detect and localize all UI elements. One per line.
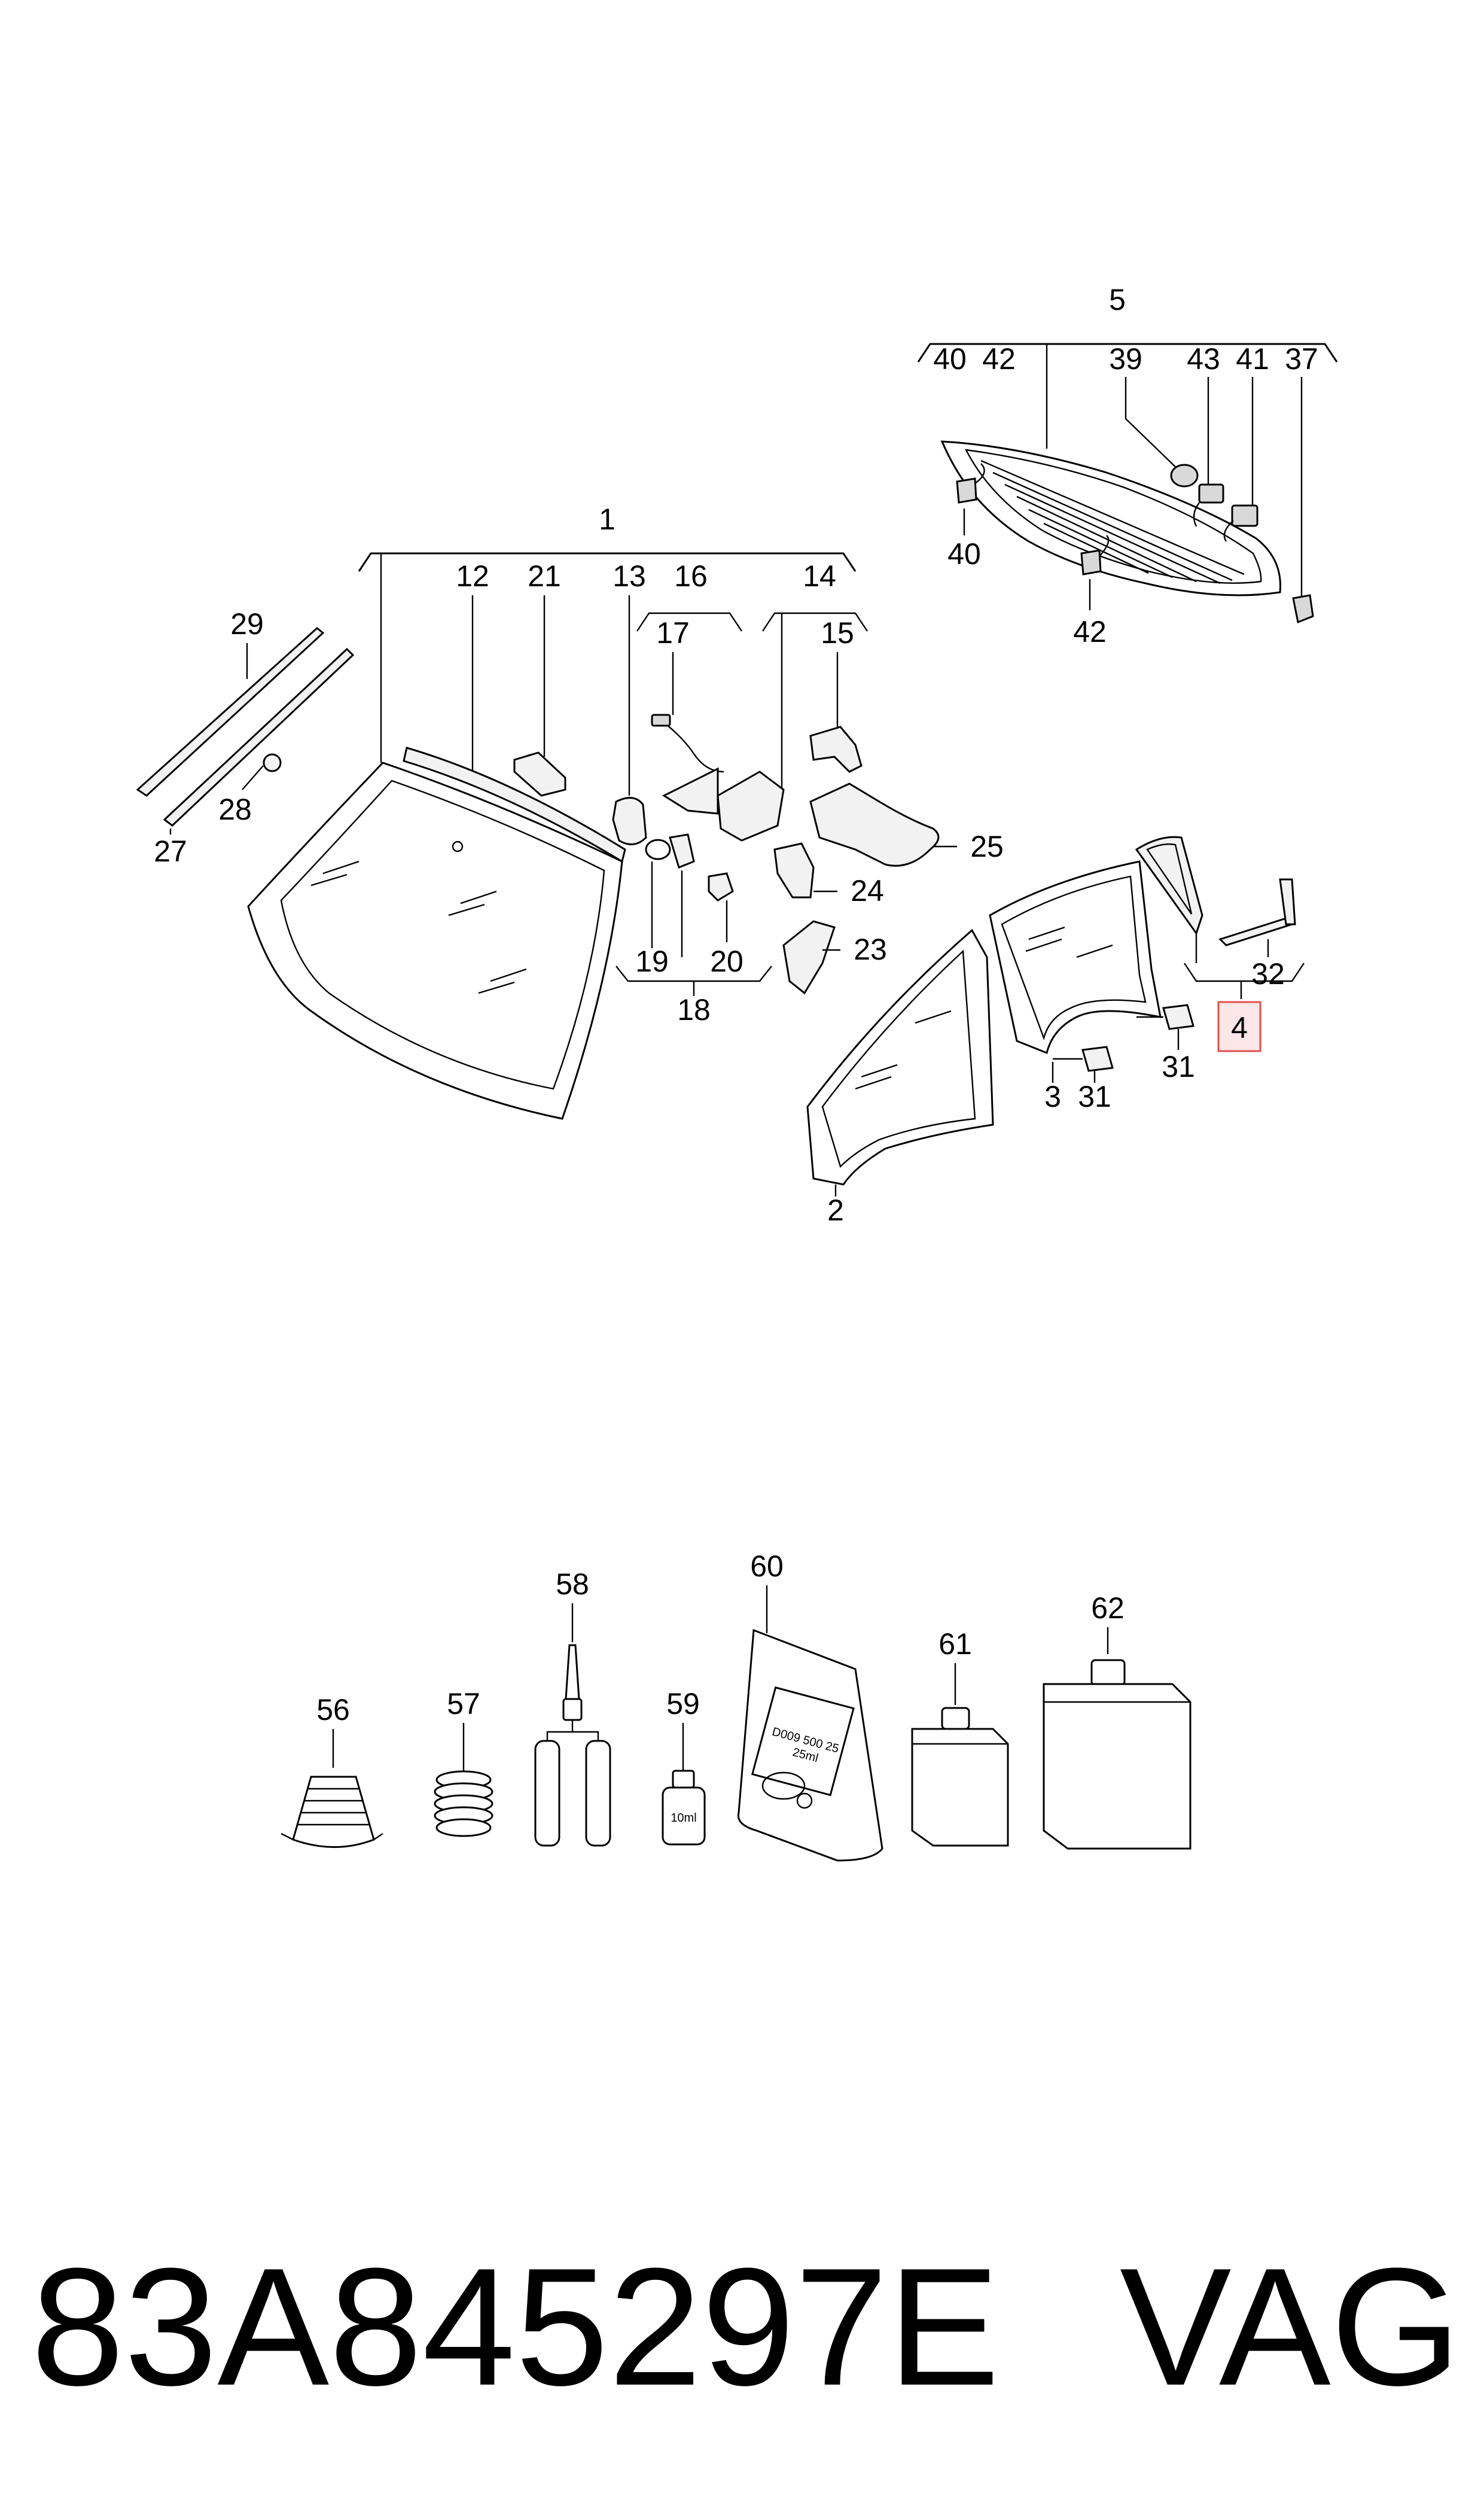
part-29 xyxy=(136,627,325,797)
callout-32[interactable]: 32 xyxy=(1251,957,1285,991)
part-14 xyxy=(717,771,785,842)
brand-name: VAG xyxy=(1120,2234,1461,2420)
part-12-seal xyxy=(403,747,626,863)
callout-1[interactable]: 1 xyxy=(599,503,615,536)
callout-23[interactable]: 23 xyxy=(854,933,887,966)
part-25 xyxy=(809,783,940,867)
part-56 xyxy=(292,1776,375,1848)
part-37 xyxy=(1292,594,1314,624)
callout-41[interactable]: 41 xyxy=(1236,342,1269,376)
part-number: 83A845297E xyxy=(31,2234,1000,2420)
callout-60[interactable]: 60 xyxy=(750,1549,784,1583)
callout-14[interactable]: 14 xyxy=(803,559,836,593)
callout-24[interactable]: 24 xyxy=(851,874,884,908)
part-28 xyxy=(263,753,282,772)
callout-42-bottom[interactable]: 42 xyxy=(1073,615,1107,648)
callout-39[interactable]: 39 xyxy=(1109,342,1142,376)
callout-40-bottom[interactable]: 40 xyxy=(947,537,981,571)
part-41 xyxy=(1231,504,1258,527)
callout-19[interactable]: 19 xyxy=(635,945,669,978)
callout-20[interactable]: 20 xyxy=(710,945,743,978)
part-2-front-door-glass xyxy=(806,928,994,1186)
part-27 xyxy=(163,647,355,827)
callout-56[interactable]: 56 xyxy=(316,1693,350,1727)
part-21 xyxy=(513,751,566,797)
part-31-a xyxy=(1081,1046,1114,1072)
callout-15[interactable]: 15 xyxy=(821,616,854,650)
callout-17[interactable]: 17 xyxy=(656,616,690,650)
callout-28[interactable]: 28 xyxy=(218,793,252,826)
callout-12[interactable]: 12 xyxy=(456,559,489,593)
callout-31-b[interactable]: 31 xyxy=(1162,1050,1195,1083)
windscreen-group: 1 12 21 13 16 14 17 15 xyxy=(247,503,1004,1120)
callout-42-top[interactable]: 42 xyxy=(982,342,1016,376)
part-39 xyxy=(1170,464,1199,488)
callout-58[interactable]: 58 xyxy=(556,1567,589,1601)
part-15 xyxy=(809,726,863,773)
part-59-bottle: 10ml xyxy=(662,1770,706,1846)
rear-window-glass xyxy=(940,440,1281,596)
part-3-rear-door-glass xyxy=(989,860,1162,1055)
callout-37[interactable]: 37 xyxy=(1285,342,1318,376)
callout-13[interactable]: 13 xyxy=(613,559,646,593)
callout-31-a[interactable]: 31 xyxy=(1078,1080,1111,1113)
callout-5[interactable]: 5 xyxy=(1109,283,1126,316)
callout-18[interactable]: 18 xyxy=(677,993,711,1027)
part-19 xyxy=(645,839,671,860)
part-24 xyxy=(773,842,815,899)
callout-29[interactable]: 29 xyxy=(230,607,264,641)
callout-27[interactable]: 27 xyxy=(154,835,187,868)
accessories-group: 56 57 58 59 10ml xyxy=(281,1549,1192,1862)
part-62-container xyxy=(1043,1659,1192,1850)
side-windows-group: 2 3 31 31 32 4 xyxy=(806,836,1305,1227)
part-31-b xyxy=(1162,1004,1194,1030)
callout-40-top[interactable]: 40 xyxy=(933,342,967,376)
part-42 xyxy=(1080,549,1102,576)
part-60-bag: D009 500 25 25ml xyxy=(737,1628,883,1862)
callout-61[interactable]: 61 xyxy=(938,1627,972,1661)
callout-4[interactable]: 4 xyxy=(1231,1011,1248,1045)
part-quarter-glass xyxy=(1135,836,1203,936)
part-32 xyxy=(1218,917,1294,946)
part-57 xyxy=(434,1770,493,1837)
part-16 xyxy=(662,767,719,815)
callout-25[interactable]: 25 xyxy=(970,830,1004,863)
callout-59[interactable]: 59 xyxy=(666,1687,700,1721)
part-58-cartridge xyxy=(534,1644,611,1847)
part-13 xyxy=(612,797,647,845)
part-61-container xyxy=(911,1707,1009,1847)
part-17 xyxy=(657,717,724,773)
trim-strips-group: 29 27 28 xyxy=(136,607,355,868)
callout-21[interactable]: 21 xyxy=(528,559,561,593)
callout-43[interactable]: 43 xyxy=(1187,342,1220,376)
callout-62[interactable]: 62 xyxy=(1091,1591,1125,1625)
callout-2[interactable]: 2 xyxy=(827,1193,844,1227)
bottle-59-label: 10ml xyxy=(671,1811,696,1825)
part-23 xyxy=(782,920,836,995)
callout-57[interactable]: 57 xyxy=(447,1687,480,1721)
part-40 xyxy=(956,477,977,504)
part-43 xyxy=(1198,483,1224,504)
rear-window-group: 5 40 42 39 43 41 37 40 xyxy=(917,283,1338,648)
callout-16[interactable]: 16 xyxy=(674,559,708,593)
highlight-box-4 xyxy=(1217,1001,1261,1052)
callout-3[interactable]: 3 xyxy=(1044,1080,1061,1113)
windscreen-glass xyxy=(247,762,623,1120)
part-20 xyxy=(708,872,734,902)
